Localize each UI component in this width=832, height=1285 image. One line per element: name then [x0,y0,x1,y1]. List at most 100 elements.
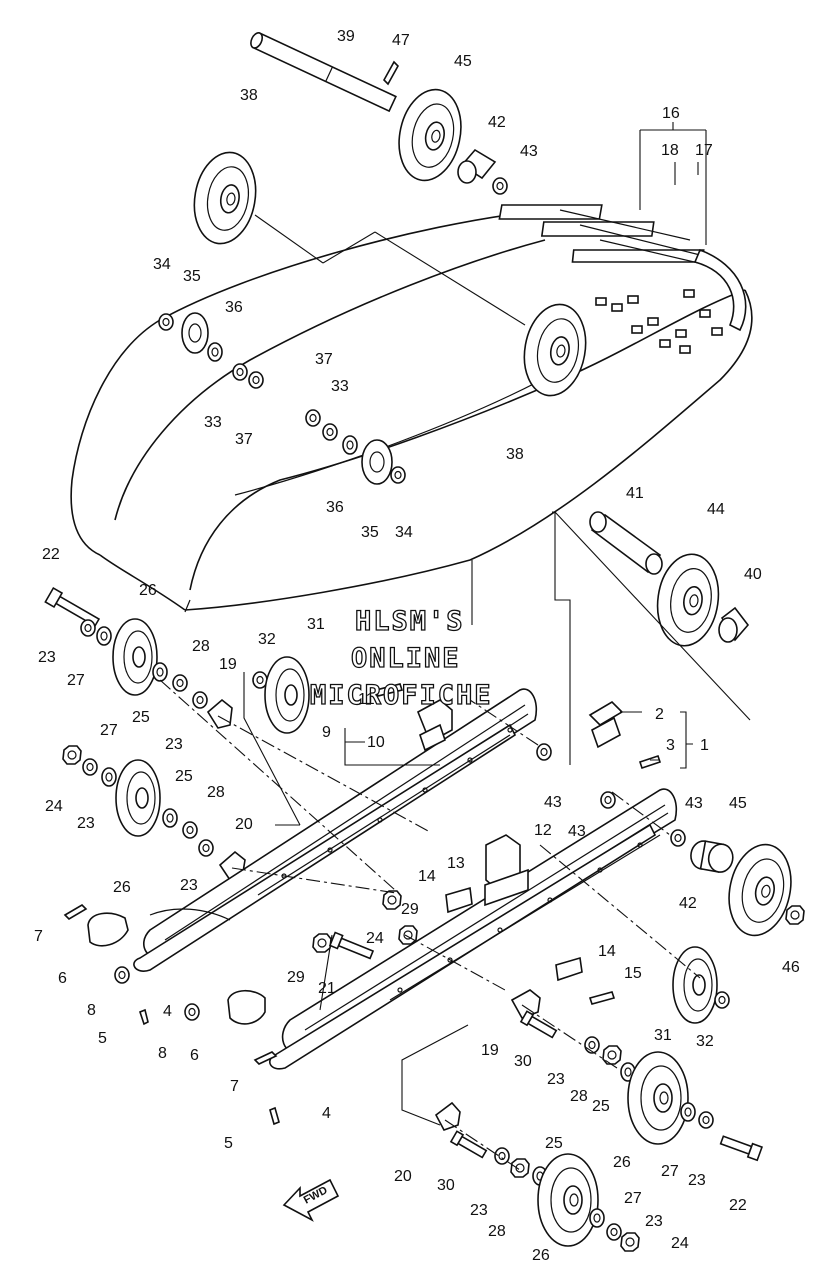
callout: 32 [258,631,276,648]
slide-rail-right [269,788,678,1070]
callout: 31 [654,1027,672,1044]
callout: 24 [671,1235,689,1252]
slide-rail-left [133,688,538,972]
callout: 14 [418,868,436,885]
watermark-line-1: HLSM'S [355,606,465,637]
watermark-line-3: MICROFICHE [310,680,493,711]
callout: 2 [655,706,664,723]
callout: 9 [322,724,331,741]
callout: 29 [287,969,305,986]
callout: 31 [307,616,325,633]
callout: 27 [661,1163,679,1180]
key-47 [383,60,399,86]
callout: 5 [98,1030,107,1047]
callout: 21 [318,980,336,997]
spacer-42-top [457,148,497,184]
callout: 25 [175,768,193,785]
callout: 27 [100,722,118,739]
callout: 28 [570,1088,588,1105]
callout: 23 [165,736,183,753]
callouts: 1 2 3 4 4 5 5 6 6 7 7 8 8 9 10 11 12 13 … [34,28,800,1264]
wheel-38-top [186,146,264,250]
callout: 28 [192,638,210,655]
callout: 16 [662,105,680,122]
callout: 37 [315,351,333,368]
callout: 43 [520,143,538,160]
callout: 24 [45,798,63,815]
left-wheel-group [44,586,310,881]
callout: 23 [180,877,198,894]
callout: 22 [729,1197,747,1214]
callout: 36 [326,499,344,516]
track-lugs [498,204,747,354]
callout: 8 [87,1002,96,1019]
callout: 32 [696,1033,714,1050]
callout: 23 [38,649,56,666]
callout: 45 [729,795,747,812]
callout: 25 [132,709,150,726]
watermark: HLSM'S ONLINE MICROFICHE [309,605,493,711]
callout: 26 [113,879,131,896]
callout: 12 [534,822,552,839]
callout: 34 [395,524,413,541]
callout: 3 [666,737,675,754]
callout: 4 [322,1105,331,1122]
callout: 27 [624,1190,642,1207]
callout: 23 [645,1213,663,1230]
callout: 43 [685,795,703,812]
callout: 40 [744,566,762,583]
callout: 6 [58,970,67,987]
callout: 42 [488,114,506,131]
callout: 30 [514,1053,532,1070]
callout: 5 [224,1135,233,1152]
fwd-arrow: FWD [282,1178,340,1222]
track-belt [70,204,753,613]
callout: 11 [358,691,375,708]
callout: 44 [707,501,725,518]
callout: 45 [454,53,472,70]
callout: 38 [240,87,258,104]
callout: 24 [366,930,384,947]
upper-small-parts [158,312,406,485]
callout: 7 [230,1078,239,1095]
rear-axle-assembly [186,32,594,402]
callout: 23 [470,1202,488,1219]
callout: 19 [481,1042,499,1059]
callout: 34 [153,256,171,273]
callout: 30 [437,1177,455,1194]
callout: 1 [700,737,709,754]
callout: 13 [447,855,465,872]
rail-small-parts [312,683,805,1024]
callout: 28 [488,1223,506,1240]
callout: 20 [394,1168,412,1185]
callout: 43 [568,823,586,840]
callout: 17 [695,142,713,159]
wheel-45-top [390,82,470,188]
callout: 36 [225,299,243,316]
callout: 47 [392,32,410,49]
callout: 46 [782,959,800,976]
callout: 33 [331,378,349,395]
callout: 7 [34,928,43,945]
callout: 15 [624,965,642,982]
callout: 8 [158,1045,167,1062]
callout: 26 [613,1154,631,1171]
callout: 41 [626,485,644,502]
washer-43-top [492,177,508,195]
callout: 22 [42,546,60,563]
callout: 14 [598,943,616,960]
callout: 25 [545,1135,563,1152]
lower-wheel-group [434,989,764,1252]
wheel-38-mid [516,298,594,402]
callout: 23 [547,1071,565,1088]
callout: 18 [661,142,679,159]
callout: 26 [139,582,157,599]
callout: 42 [679,895,697,912]
callout: 37 [235,431,253,448]
callout: 35 [361,524,379,541]
watermark-line-2: ONLINE [351,643,461,674]
callout: 6 [190,1047,199,1064]
callout: 35 [183,268,201,285]
callout: 28 [207,784,225,801]
